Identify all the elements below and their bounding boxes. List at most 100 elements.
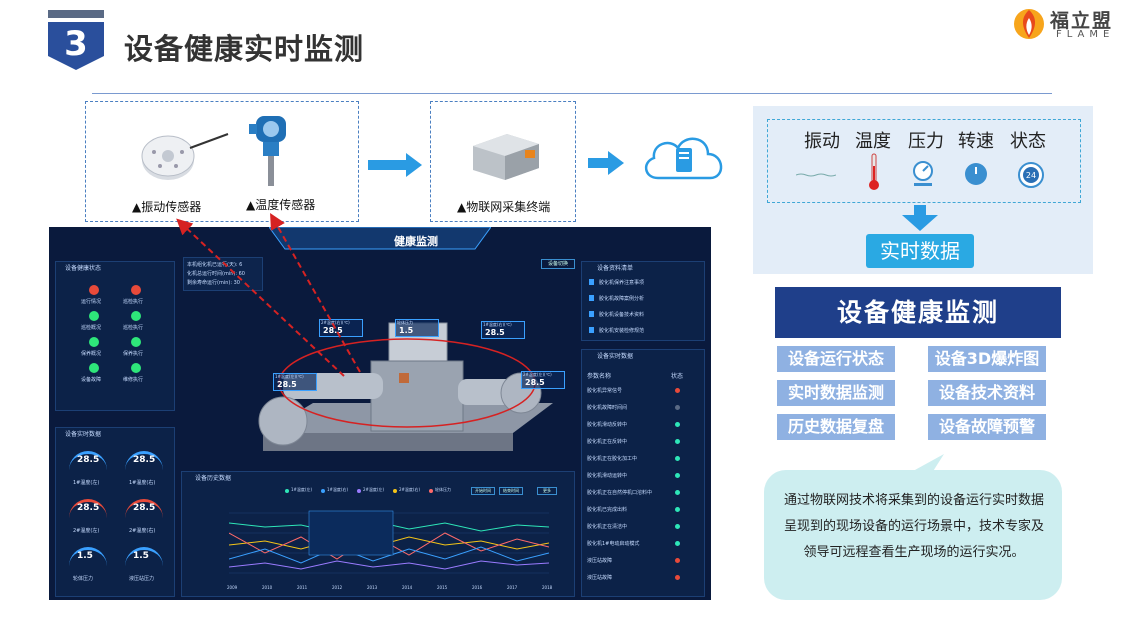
logo <box>1012 4 1130 46</box>
x-tick-label: 2014 <box>402 585 413 590</box>
iot-terminal-image <box>473 134 539 180</box>
feature-run-status: 设备运行状态 <box>777 346 895 372</box>
device-switch-button[interactable]: 设备切换 <box>541 259 575 269</box>
pressure-gauge-icon <box>913 161 933 186</box>
status-dot <box>675 575 680 580</box>
legend-label: 2#温度(右) <box>399 487 421 492</box>
feature-tech-docs: 设备技术资料 <box>928 380 1046 406</box>
status-item-icon <box>89 285 99 295</box>
flow-arrow-2 <box>588 151 624 175</box>
dashboard-screenshot: 健康监测 设备健康状态 运行情况巡检执行巡检概况巡检执行保养概况保养执行设备故障… <box>49 227 711 600</box>
doc-link[interactable]: 胶化机安装检修规范 <box>599 328 645 334</box>
status-item-label: 保养执行 <box>123 351 144 357</box>
gauge-value: 28.5 <box>77 503 100 513</box>
doc-icon <box>589 279 594 285</box>
machine-tag-value: 28.5 <box>485 328 505 337</box>
doc-link[interactable]: 胶化机保养注意事项 <box>599 280 645 286</box>
machine-tag <box>521 371 565 389</box>
feature-realtime-monitor: 实时数据监测 <box>777 380 895 406</box>
metric-temperature: 温度 <box>855 131 891 152</box>
flow-arrow-1 <box>368 153 422 177</box>
gauge <box>69 451 107 475</box>
metrics-box <box>767 119 1081 203</box>
docs-panel <box>581 261 705 341</box>
status-dot <box>675 439 680 444</box>
doc-link[interactable]: 胶化机设备技术资料 <box>599 312 645 318</box>
legend-swatch <box>429 489 433 493</box>
flame-logo-icon <box>1014 9 1044 39</box>
gauge <box>69 547 107 571</box>
table-row: 胶化机故障时间间 <box>587 405 628 411</box>
doc-link[interactable]: 胶化机故障案例分析 <box>599 296 645 302</box>
table-row: 胶化机异常信号 <box>587 388 623 394</box>
machine-tag-value: 28.5 <box>323 326 343 335</box>
terminal-label: ▲物联网采集终端 <box>457 200 551 214</box>
description-bubble <box>764 470 1062 600</box>
legend-swatch <box>357 489 361 493</box>
gauge-value: 28.5 <box>133 455 156 465</box>
status-dot <box>675 507 680 512</box>
legend-swatch <box>285 489 289 493</box>
gauge-value: 1.5 <box>77 551 93 561</box>
more-button[interactable]: 更多 <box>537 487 557 495</box>
feature-3d-explode: 设备3D爆炸图 <box>928 346 1046 372</box>
info-line-2: 化机总运行时间(min): 60 <box>187 271 245 277</box>
table-row: 液压站故障 <box>587 558 613 564</box>
svg-text:24: 24 <box>1026 171 1036 180</box>
machine-tag-label: 轮体压力 <box>397 320 413 325</box>
table-row: 胶化机正在清洁中 <box>587 524 628 530</box>
gauges-panel-title: 设备实时数据 <box>65 431 102 438</box>
legend-label: 2#温度(左) <box>363 487 385 492</box>
status-item-icon <box>89 363 99 373</box>
table-row: 胶化机正在自然停机口溶料中 <box>587 490 653 496</box>
gauge-label: 1#温度(左) <box>73 480 100 486</box>
status-item-label: 巡检执行 <box>123 299 144 305</box>
x-tick-label: 2009 <box>227 585 238 590</box>
gauge-value: 28.5 <box>77 455 100 465</box>
info-line-1: 本机组化机已运行(天): 6 <box>187 262 243 268</box>
doc-icon <box>589 295 594 301</box>
logo-cn: 福立盟 <box>1050 10 1114 32</box>
status-item-icon <box>131 285 141 295</box>
x-tick-label: 2010 <box>262 585 273 590</box>
page-title: 设备健康实时监测 <box>124 32 365 66</box>
machine-tag <box>395 319 439 337</box>
legend-swatch <box>321 489 325 493</box>
machine-tag <box>481 321 525 339</box>
feature-fault-warning: 设备故障预警 <box>928 414 1046 440</box>
gauge <box>69 499 107 523</box>
x-tick-label: 2017 <box>507 585 518 590</box>
realtime-data-label: 实时数据 <box>866 234 974 268</box>
table-row: 胶化机1#电动启动模式 <box>587 541 640 547</box>
realtime-table-title: 设备实时数据 <box>597 353 634 360</box>
legend-label: 1#温度(左) <box>291 487 313 492</box>
legend-label: 1#温度(右) <box>327 487 349 492</box>
machine-tag-label: 2#温度(左)(℃) <box>523 372 552 377</box>
x-tick-label: 2012 <box>332 585 343 590</box>
table-row: 胶化机已完成出料 <box>587 507 628 513</box>
end-time-button[interactable]: 结束时间 <box>499 487 523 495</box>
gauge <box>125 547 163 571</box>
status-item-icon <box>131 337 141 347</box>
thermometer-icon <box>869 153 879 190</box>
sensor-box: ▲振动传感器 ▲温度传感器 <box>85 101 359 222</box>
history-panel-title: 设备历史数据 <box>195 475 232 482</box>
logo-en: FLAME <box>1056 29 1115 40</box>
realtime-table-panel <box>581 349 705 597</box>
vibration-sensor-label: ▲振动传感器 <box>132 200 202 214</box>
docs-panel-title: 设备资料清单 <box>597 265 634 272</box>
x-tick-label: 2018 <box>542 585 553 590</box>
machine-tag-value: 28.5 <box>277 380 297 389</box>
gauge-label: 轮体压力 <box>73 576 94 582</box>
vibration-wave-icon <box>796 173 836 177</box>
machine-tag-label: 1#温度(右)(℃) <box>483 322 512 327</box>
status-dot <box>675 456 680 461</box>
gauge <box>125 499 163 523</box>
table-row: 胶化机滑动运转中 <box>587 473 628 479</box>
table-header-param: 参数名称 <box>587 373 612 380</box>
machine-tag-value: 1.5 <box>399 326 414 335</box>
start-time-button[interactable]: 开始时间 <box>471 487 495 495</box>
history-line-chart <box>229 510 549 574</box>
feature-history-replay: 历史数据复盘 <box>777 414 895 440</box>
status-item-label: 维修执行 <box>123 377 144 383</box>
